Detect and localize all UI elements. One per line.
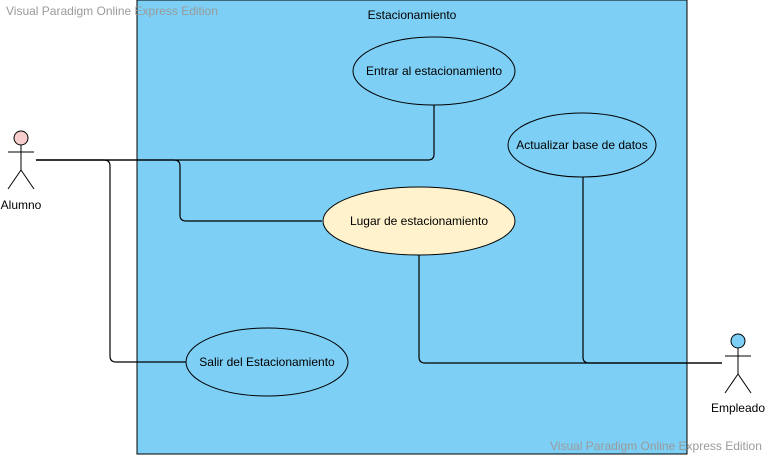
actor-empleado-label: Empleado (711, 401, 765, 415)
actor-alumno-label: Alumno (1, 198, 42, 212)
watermark-top: Visual Paradigm Online Express Edition (6, 4, 218, 18)
use-case-actualizar-label: Actualizar base de datos (516, 138, 647, 152)
actor-empleado[interactable] (724, 333, 752, 394)
use-case-lugar-label: Lugar de estacionamiento (350, 214, 488, 228)
connector-lugar-empleado (418, 255, 722, 364)
watermark-bottom: Visual Paradigm Online Express Edition (550, 439, 762, 453)
use-case-salir-label: Salir del Estacionamiento (199, 355, 335, 369)
connectors (36, 105, 722, 364)
use-case-actualizar[interactable]: Actualizar base de datos (507, 112, 657, 178)
connector-actualizar-empleado (582, 177, 722, 364)
actor-alumno-head (13, 130, 29, 146)
actor-empleado-head (730, 333, 746, 349)
use-case-salir[interactable]: Salir del Estacionamiento (185, 327, 349, 397)
connector-alumno-entrar (36, 105, 435, 161)
use-case-lugar[interactable]: Lugar de estacionamiento (322, 186, 516, 256)
use-case-entrar[interactable]: Entrar al estacionamiento (352, 36, 516, 106)
connector-alumno-lugar (36, 159, 322, 222)
connector-alumno-salir (36, 159, 186, 363)
use-case-entrar-label: Entrar al estacionamiento (366, 64, 502, 78)
actor-alumno[interactable] (7, 130, 35, 190)
system-title: Estacionamiento (368, 8, 457, 22)
